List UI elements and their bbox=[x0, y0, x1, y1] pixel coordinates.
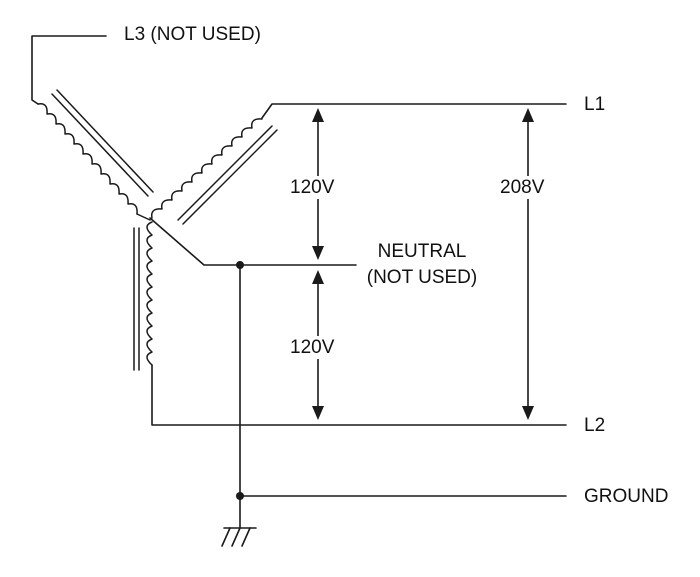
lower-voltage-label: 120V bbox=[290, 336, 335, 359]
l3-label: L3 (NOT USED) bbox=[124, 24, 261, 45]
neutral-junction-dot bbox=[236, 261, 244, 269]
l2-label: L2 bbox=[584, 415, 606, 436]
ground-junction-dot bbox=[236, 492, 244, 500]
l1-wire bbox=[261, 103, 567, 119]
ground-label: GROUND bbox=[584, 486, 669, 507]
l3-core bbox=[51, 89, 154, 197]
l3-wire bbox=[31, 35, 107, 105]
neutral-wire bbox=[149, 217, 357, 266]
upper-voltage-label: 120V bbox=[290, 176, 335, 199]
ground-symbol bbox=[221, 527, 257, 547]
l2-wire bbox=[151, 364, 567, 426]
l2-core bbox=[133, 227, 140, 371]
line-voltage-label: 208V bbox=[500, 176, 545, 199]
line-voltage-arrow bbox=[522, 108, 534, 420]
l3-winding bbox=[37, 102, 151, 221]
neutral-label: NEUTRAL bbox=[377, 241, 467, 262]
l2-winding bbox=[146, 221, 153, 366]
l1-core bbox=[177, 125, 278, 225]
neutral-note-label: (NOT USED) bbox=[366, 267, 478, 288]
l1-label: L1 bbox=[584, 94, 606, 115]
l1-winding bbox=[150, 118, 263, 219]
